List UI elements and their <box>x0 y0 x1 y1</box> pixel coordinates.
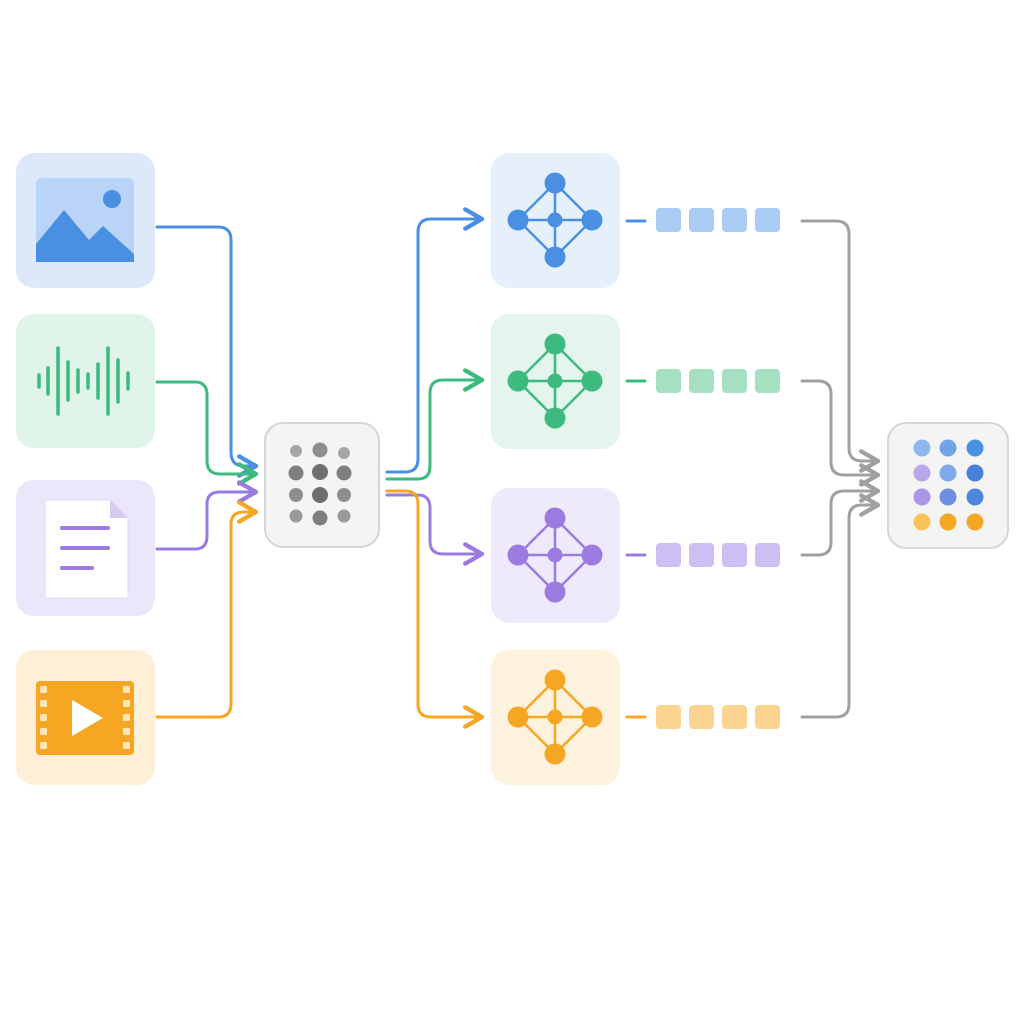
fused-token-grid-icon <box>913 439 984 531</box>
connector-audio-tokens-to-output <box>800 379 881 487</box>
connector-video-to-hub <box>155 500 259 719</box>
fused-token-dot <box>939 464 957 482</box>
token-block <box>689 208 714 232</box>
fused-token-dot <box>913 513 931 531</box>
token-block <box>689 369 714 393</box>
neural-network-icon <box>507 669 603 765</box>
encoder-text-tile <box>491 488 620 623</box>
token-row-image <box>656 208 780 232</box>
fused-token-dot <box>939 439 957 457</box>
fused-token-dot <box>966 513 984 531</box>
token-block <box>722 705 747 729</box>
output-fusion-tile <box>887 422 1009 549</box>
document-icon <box>44 499 129 599</box>
connector-video-tokens-to-output <box>800 493 881 719</box>
connector-text-tokens-to-output <box>800 479 881 557</box>
encoder-image-tile <box>491 153 620 288</box>
image-icon <box>36 178 134 262</box>
token-block <box>755 543 780 567</box>
token-block <box>755 208 780 232</box>
fused-token-dot <box>966 439 984 457</box>
fused-token-dot <box>913 464 931 482</box>
token-row-audio <box>656 369 780 393</box>
fused-token-dot <box>939 488 957 506</box>
input-audio-tile <box>16 314 155 448</box>
token-block <box>755 705 780 729</box>
token-grid-icon <box>288 442 352 526</box>
token-block <box>689 705 714 729</box>
neural-network-icon <box>507 507 603 603</box>
neural-network-icon <box>507 172 603 268</box>
input-image-tile <box>16 153 155 288</box>
fused-token-dot <box>939 513 957 531</box>
tokenizer-hub <box>264 422 380 548</box>
token-block <box>689 543 714 567</box>
token-block <box>722 369 747 393</box>
token-block <box>722 543 747 567</box>
connector-hub-to-text-encoder <box>385 493 485 566</box>
input-text-tile <box>16 480 155 616</box>
connector-audio-to-hub <box>155 380 259 486</box>
connector-text-to-hub <box>155 480 259 551</box>
encoder-video-tile <box>491 650 620 785</box>
fused-token-dot <box>913 488 931 506</box>
fused-token-dot <box>966 464 984 482</box>
connector-hub-to-audio-encoder <box>385 368 485 481</box>
token-row-video <box>656 705 780 729</box>
connector-hub-to-image-encoder <box>385 207 485 474</box>
connectors <box>155 207 881 729</box>
token-block <box>656 543 681 567</box>
fused-token-dot <box>913 439 931 457</box>
token-block <box>656 705 681 729</box>
token-block <box>722 208 747 232</box>
encoder-audio-tile <box>491 314 620 449</box>
video-play-icon <box>36 681 134 755</box>
fused-token-dot <box>966 488 984 506</box>
token-block <box>656 208 681 232</box>
token-block <box>656 369 681 393</box>
token-row-text <box>656 543 780 567</box>
encoders <box>491 153 780 785</box>
input-video-tile <box>16 650 155 785</box>
audio-waveform-icon <box>37 346 130 416</box>
token-block <box>755 369 780 393</box>
neural-network-icon <box>507 333 603 429</box>
connector-hub-to-video-encoder <box>385 489 485 729</box>
connector-image-tokens-to-output <box>800 219 881 473</box>
